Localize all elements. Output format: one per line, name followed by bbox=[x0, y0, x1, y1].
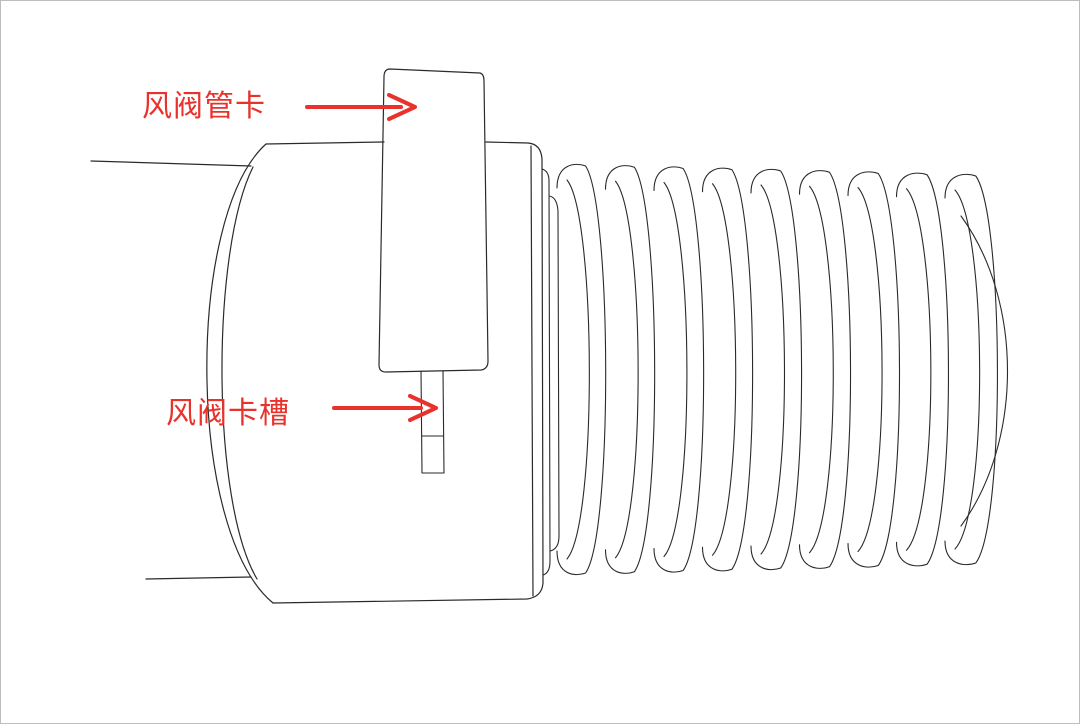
junction-rings bbox=[541, 168, 560, 576]
hose-ridge bbox=[847, 171, 901, 568]
hose-ridge bbox=[798, 170, 852, 569]
main-pipe bbox=[90, 160, 252, 580]
hose-ridge bbox=[556, 163, 607, 576]
arrow-damper-slot bbox=[332, 394, 438, 422]
hose-ridge bbox=[604, 165, 656, 574]
hose-ridge bbox=[895, 172, 949, 567]
arrow-damper-clamp bbox=[305, 93, 417, 121]
collar-sleeve bbox=[206, 141, 544, 604]
hose-ridge bbox=[750, 168, 803, 571]
damper-clamp-plate bbox=[378, 68, 489, 373]
hose-ridge bbox=[653, 166, 705, 573]
damper-slot-label: 风阀卡槽 bbox=[166, 396, 290, 431]
corrugated-hose bbox=[556, 163, 1008, 576]
hose-ridge bbox=[944, 173, 998, 566]
damper-clamp-label: 风阀管卡 bbox=[142, 89, 266, 124]
damper-slot-tab bbox=[420, 370, 445, 474]
hose-end bbox=[960, 215, 1008, 527]
hose-ridge bbox=[701, 167, 754, 572]
